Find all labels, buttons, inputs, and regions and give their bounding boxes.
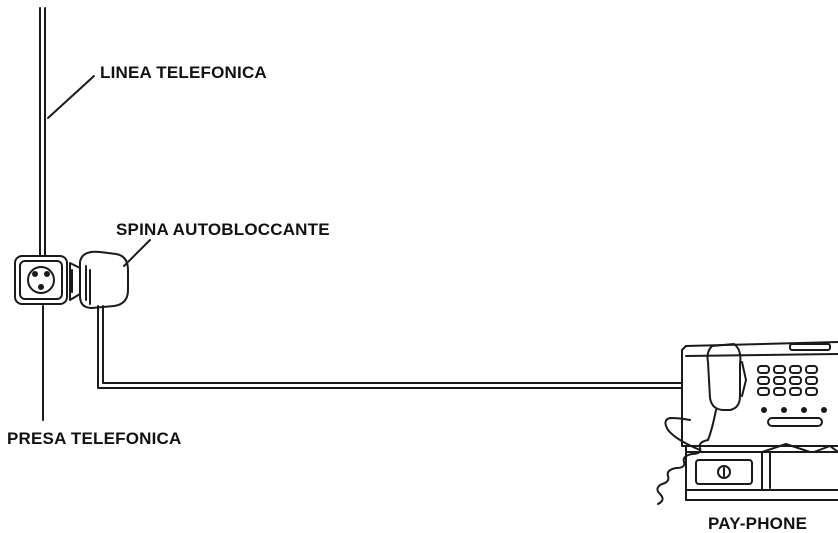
leader-spina-autobloccante	[123, 239, 151, 267]
telephone-line	[39, 7, 46, 257]
payphone-icon	[656, 341, 838, 505]
keypad-icon	[757, 365, 818, 396]
label-pay-phone: PAY-PHONE	[708, 514, 808, 533]
label-presa-telefonica: PRESA TELEFONICA	[7, 429, 182, 448]
wall-socket-icon	[14, 255, 68, 305]
label-spina-autobloccante: SPINA AUTOBLOCCANTE	[116, 220, 330, 239]
label-linea-telefonica: LINEA TELEFONICA	[100, 63, 267, 82]
plug-cable	[97, 317, 683, 389]
leader-linea-telefonica	[47, 75, 95, 119]
plug-icon	[69, 250, 129, 319]
